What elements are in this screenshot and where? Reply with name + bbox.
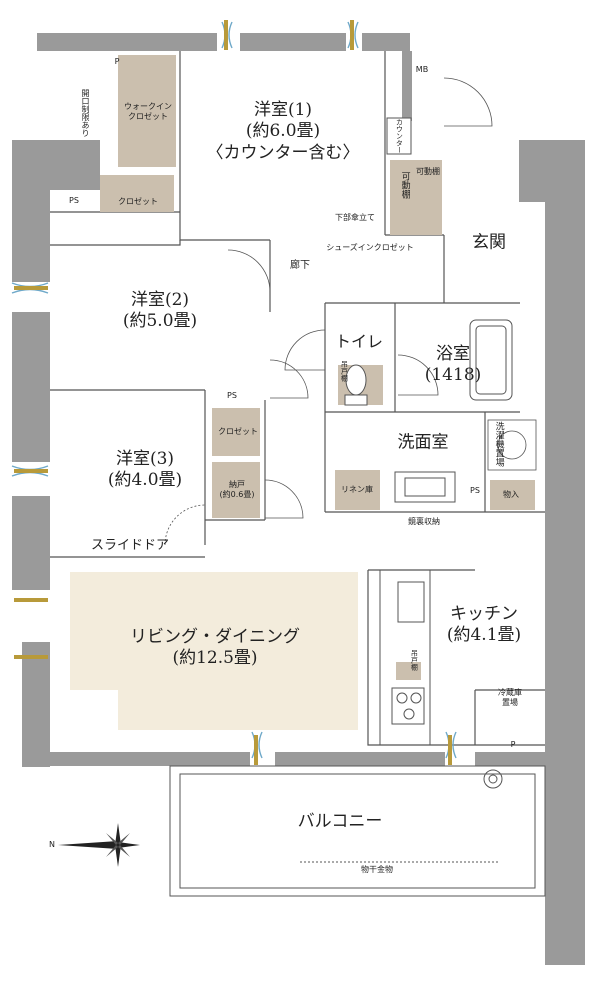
p-mark-2: P — [510, 740, 516, 749]
wall-left-bottom — [22, 642, 50, 767]
drying-label: 物干金物 — [361, 865, 393, 874]
doors — [164, 77, 493, 546]
vanity — [394, 471, 456, 503]
mb-mark: MB — [415, 65, 429, 74]
hanging-kitchen-label: 吊戸棚 — [410, 649, 419, 671]
closet-w3 — [212, 408, 260, 456]
walkin-closet — [118, 55, 176, 167]
closet-w3-label: クロゼット — [218, 427, 258, 436]
ps-mark-1: PS — [69, 196, 79, 205]
walkin-closet-label-b: クロゼット — [128, 112, 168, 121]
room-living: リビング・ダイニング (約12.5畳) — [130, 627, 300, 670]
room-toilet: トイレ — [334, 332, 384, 351]
living-area — [70, 572, 358, 730]
wall-mb — [402, 51, 412, 121]
wall-left-top — [12, 140, 50, 282]
wall-left-mid — [12, 312, 50, 462]
wall-right-main — [545, 195, 585, 965]
room-western1: 洋室(1) (約6.0畳) 〈カウンター含む〉 — [207, 100, 360, 164]
room-corridor: 廊下 — [290, 259, 310, 271]
door-entrance — [443, 77, 493, 127]
balcony-area — [169, 765, 546, 897]
room-kitchen-name: キッチン — [450, 603, 518, 624]
room-western1-area: (約6.0畳) — [245, 121, 321, 142]
closet-w1-label: クロゼット — [118, 197, 158, 206]
wall-bottom-left — [50, 752, 250, 766]
slide-door-label: スライドドア — [90, 537, 170, 553]
closet-w1 — [100, 175, 174, 212]
washer-label: 洗濯機置場 — [493, 421, 504, 467]
monoire-label: 物入 — [503, 490, 519, 499]
washer-spot — [487, 419, 537, 471]
room-entrance: 玄関 — [472, 232, 506, 253]
room-bath-size: (1418) — [424, 365, 482, 385]
nando-label-a: 納戸 — [229, 480, 245, 489]
umbrella-label: 下部傘立て — [335, 213, 375, 222]
nando-storage — [212, 462, 260, 518]
wall-left-low — [12, 496, 50, 590]
room-western2-area: (約5.0畳) — [122, 311, 198, 331]
room-kitchen-area: (約4.1畳) — [446, 625, 522, 645]
monoire-storage — [490, 480, 535, 510]
compass-icon — [58, 823, 140, 867]
fridge-label-b: 置場 — [502, 698, 518, 707]
nando-label: 納戸 (約0.6畳) — [220, 480, 255, 500]
room-western3: 洋室(3) (約4.0畳) — [108, 449, 182, 492]
exterior-walls — [12, 33, 585, 965]
room-washroom: 洗面室 — [397, 432, 449, 453]
room-living-area: (約12.5畳) — [172, 648, 258, 668]
opening-limit-label: 開口制限あり — [81, 89, 90, 137]
wall-top-mid — [240, 33, 346, 51]
room-western1-name: 洋室(1) — [253, 100, 313, 121]
wall-right-top — [519, 140, 585, 202]
room-balcony: バルコニー — [297, 811, 383, 832]
walkin-closet-label-a: ウォークイン — [124, 102, 172, 111]
toilet-fixture — [338, 364, 383, 406]
storage-blocks — [100, 55, 535, 518]
p-mark-1: P — [114, 57, 120, 66]
door-toilet — [284, 329, 326, 371]
door-bath — [397, 354, 439, 396]
hanging-toilet-label: 吊戸棚 — [340, 360, 349, 382]
compass-north-label: N — [49, 840, 55, 849]
window-vents — [11, 20, 457, 765]
door-w2 — [227, 249, 271, 293]
shoes-label: シューズインクロゼット — [326, 243, 414, 252]
door-entrance-2 — [269, 359, 309, 399]
room-western3-area: (約4.0畳) — [107, 470, 183, 490]
counter-label: カウンター — [395, 118, 404, 154]
room-bath-name: 浴室 — [436, 343, 470, 364]
walkin-closet-label: ウォークイン クロゼット — [124, 102, 172, 122]
wall-bottom-right — [475, 752, 545, 766]
room-kitchen: キッチン (約4.1畳) — [447, 604, 521, 647]
nando-label-b: (約0.6畳) — [219, 490, 255, 499]
counter-w1 — [386, 117, 412, 155]
wall-top-right — [362, 33, 410, 51]
kitchen-counter — [379, 569, 431, 746]
shelf2-label: 可動棚 — [416, 167, 440, 176]
room-western3-name: 洋室(3) — [115, 448, 175, 469]
room-western2: 洋室(2) (約5.0畳) — [123, 290, 197, 333]
mirror-label: 鏡裏収納 — [408, 517, 440, 526]
wall-column-tl — [50, 140, 100, 190]
shelf1-label: 可動棚 — [399, 171, 410, 199]
linen-storage — [335, 470, 380, 510]
room-western1-note: 〈カウンター含む〉 — [206, 142, 360, 163]
wall-bottom-mid — [275, 752, 445, 766]
fridge-label: 冷蔵庫 置場 — [498, 688, 522, 708]
fridge-label-a: 冷蔵庫 — [498, 688, 522, 697]
linen-label: リネン庫 — [341, 485, 373, 494]
room-western2-name: 洋室(2) — [130, 289, 190, 310]
ps-mark-3: PS — [470, 486, 480, 495]
room-living-name: リビング・ダイニング — [130, 626, 300, 647]
shoes-closet — [390, 160, 442, 235]
bathtub — [469, 319, 513, 401]
wall-top-left — [37, 33, 217, 51]
door-nando — [264, 479, 304, 519]
ps-mark-2: PS — [227, 391, 237, 400]
room-bath: 浴室 (1418) — [425, 344, 482, 387]
